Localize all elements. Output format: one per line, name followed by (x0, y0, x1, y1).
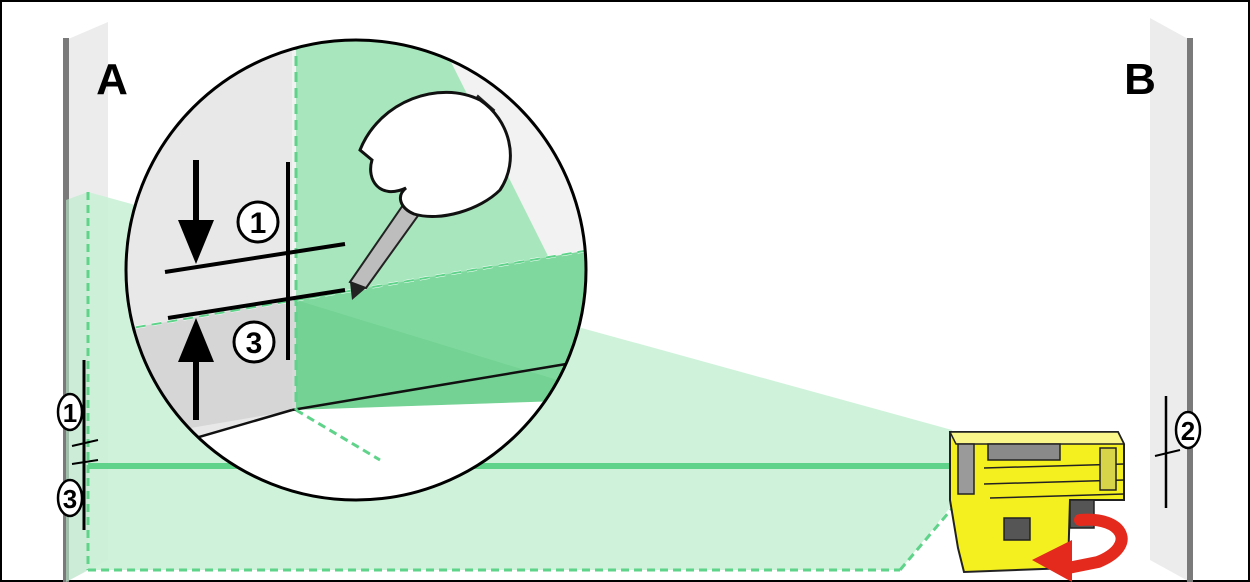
wall-b-label: B (1124, 55, 1156, 104)
svg-text:1: 1 (250, 207, 267, 240)
wall-a-mark-1-label: 1 (56, 392, 84, 432)
wall-b-mark-2-label: 2 (1174, 410, 1202, 450)
svg-text:2: 2 (1181, 416, 1195, 446)
magnifier-mark-1-label: 1 (236, 200, 280, 244)
rotation-arrow (1032, 513, 1128, 582)
wall-b-marks (1154, 396, 1181, 508)
magnifier-detail (124, 38, 588, 502)
wall-a-label: A (96, 55, 128, 104)
wall-a-mark-3-label: 3 (56, 478, 84, 518)
svg-text:1: 1 (63, 398, 77, 428)
magnifier-mark-3-label: 3 (232, 320, 276, 364)
laser-level-device (948, 431, 1126, 574)
svg-text:3: 3 (246, 327, 263, 360)
svg-text:3: 3 (63, 484, 77, 514)
wall-b (1150, 18, 1193, 582)
wall-a-marks (71, 360, 99, 530)
